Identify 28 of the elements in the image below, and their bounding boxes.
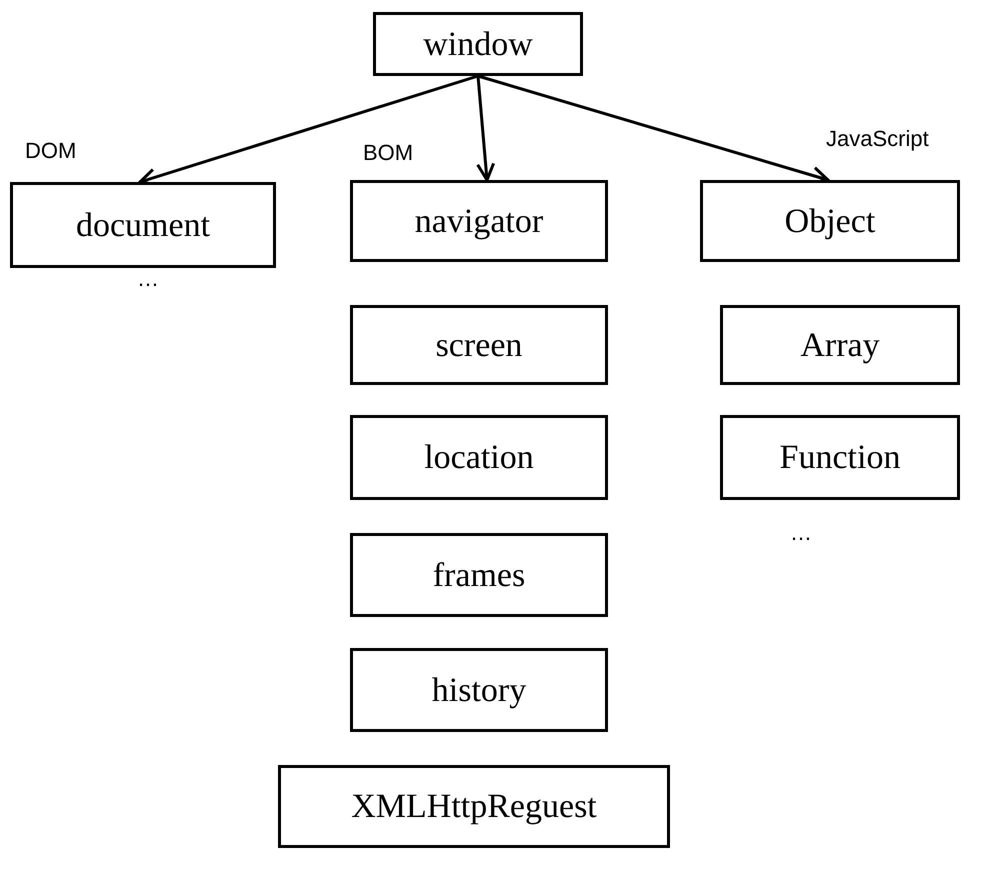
process-box	[350, 648, 608, 732]
process-box	[278, 765, 670, 848]
box-label: Function	[780, 438, 900, 478]
annotation-label: DOM	[25, 140, 76, 162]
box-label: navigator	[414, 202, 544, 242]
box-label: XMLHttpReguest	[351, 787, 597, 827]
process-box	[10, 182, 276, 268]
box-label: Array	[800, 326, 880, 366]
box-label: window	[423, 24, 533, 64]
annotation-label: BOM	[363, 142, 414, 164]
process-box	[350, 305, 608, 385]
process-box	[350, 180, 608, 262]
box-label: location	[424, 438, 534, 478]
box-label: Object	[784, 202, 876, 242]
box-label: history	[432, 670, 526, 710]
process-box	[720, 415, 960, 500]
process-box	[350, 533, 608, 617]
process-box	[700, 180, 960, 262]
process-box	[373, 12, 583, 76]
process-box	[350, 415, 608, 500]
process-box	[720, 305, 960, 385]
box-label: document	[76, 206, 210, 246]
annotation-label: …	[137, 268, 159, 290]
arrow	[476, 76, 496, 182]
annotation-label: …	[790, 522, 812, 544]
box-label: frames	[432, 556, 526, 596]
box-label: screen	[436, 326, 522, 366]
annotation-label: JavaScript	[826, 128, 929, 150]
